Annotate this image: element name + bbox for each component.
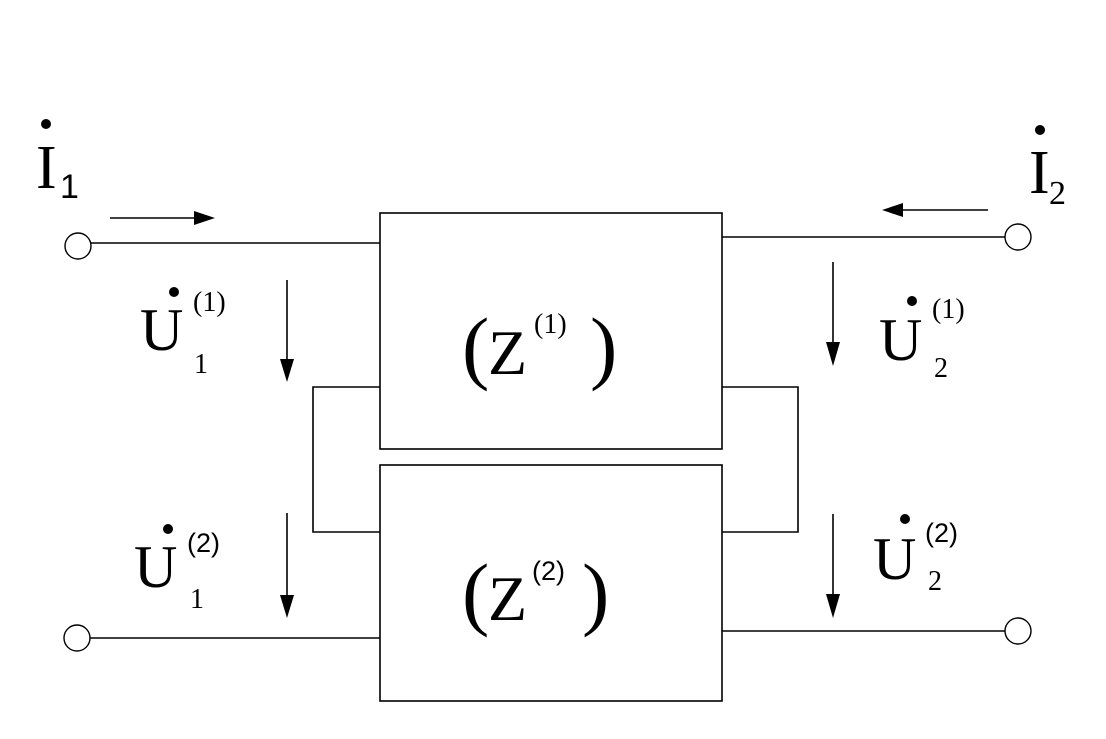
svg-text:I: I bbox=[1029, 139, 1050, 207]
svg-text:(2): (2) bbox=[187, 528, 220, 558]
phasor-dot bbox=[163, 524, 173, 534]
svg-text:U: U bbox=[879, 307, 922, 373]
svg-text:Z: Z bbox=[488, 317, 527, 388]
phasor-dot bbox=[1035, 125, 1045, 135]
svg-text:U: U bbox=[134, 534, 177, 600]
terminal-top-left bbox=[64, 232, 92, 260]
current-arrow-i1 bbox=[110, 211, 215, 225]
svg-text:2: 2 bbox=[1049, 175, 1066, 212]
current-arrow-i2 bbox=[882, 203, 988, 217]
svg-text:1: 1 bbox=[194, 349, 208, 380]
svg-text:): ) bbox=[582, 547, 609, 638]
network-box-bottom bbox=[379, 464, 723, 702]
label-voltage-u1-1: U 1 (1) bbox=[140, 287, 226, 380]
wire-series-left bbox=[312, 386, 380, 533]
voltage-arrow-u1-2 bbox=[280, 513, 294, 618]
svg-text:(2): (2) bbox=[925, 518, 958, 548]
svg-text:): ) bbox=[590, 301, 617, 392]
voltage-arrow-u2-2 bbox=[826, 514, 840, 618]
svg-text:1: 1 bbox=[60, 168, 79, 206]
phasor-dot bbox=[41, 119, 51, 129]
svg-text:U: U bbox=[140, 297, 183, 363]
phasor-dot bbox=[169, 287, 179, 297]
svg-text:Z: Z bbox=[488, 563, 527, 634]
svg-text:(1): (1) bbox=[932, 294, 965, 325]
phasor-dot bbox=[900, 514, 910, 524]
terminal-bottom-right bbox=[1004, 617, 1032, 645]
label-current-i2: I 2 bbox=[1029, 125, 1066, 212]
svg-text:(: ( bbox=[462, 547, 489, 638]
phasor-dot bbox=[907, 296, 917, 306]
svg-text:1: 1 bbox=[190, 584, 204, 615]
svg-text:U: U bbox=[873, 526, 916, 592]
svg-text:(2): (2) bbox=[532, 556, 565, 586]
terminal-top-right bbox=[1004, 223, 1032, 251]
label-current-i1: I 1 bbox=[36, 119, 79, 206]
terminal-bottom-left bbox=[63, 624, 91, 652]
svg-text:(: ( bbox=[462, 301, 489, 392]
svg-text:I: I bbox=[36, 134, 57, 202]
label-voltage-u1-2: U 1 (2) bbox=[134, 524, 220, 615]
label-voltage-u2-1: U 2 (1) bbox=[879, 294, 965, 384]
svg-text:(1): (1) bbox=[534, 309, 567, 340]
label-network-z1: ( Z (1) ) bbox=[462, 301, 617, 392]
voltage-arrow-u2-1 bbox=[826, 262, 840, 366]
svg-text:2: 2 bbox=[928, 566, 942, 597]
svg-text:(1): (1) bbox=[193, 287, 226, 318]
label-voltage-u2-2: U 2 (2) bbox=[873, 514, 958, 597]
wire-series-right bbox=[722, 386, 799, 533]
svg-text:2: 2 bbox=[934, 353, 948, 384]
voltage-arrow-u1-1 bbox=[280, 280, 294, 382]
label-network-z2: ( Z (2) ) bbox=[462, 547, 609, 638]
network-box-top bbox=[379, 212, 723, 450]
